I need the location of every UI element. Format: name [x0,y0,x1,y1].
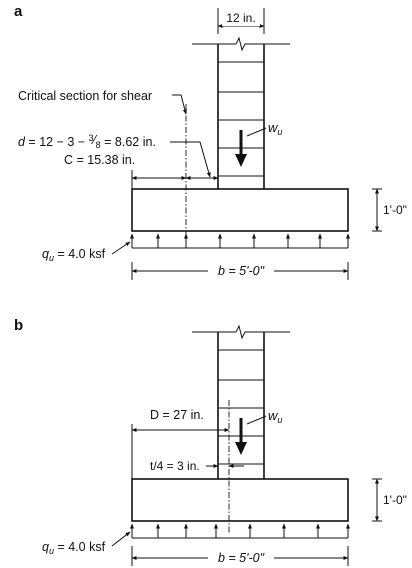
soil-pressure: qu = 4.0 ksf [42,233,350,263]
load-label: wu [268,120,282,137]
t4-label: t/4 = 3 in. [150,459,200,473]
load-arrow: wu [235,408,282,455]
column-width-label: 12 in. [226,11,255,25]
panel-a: a 12 in. w [14,3,409,280]
width-dimension: b = 5'-0" [131,262,349,280]
d-label: D = 27 in. [150,408,204,422]
pressure-label: qu = 4.0 ksf [42,247,106,263]
c-label: C = 15.38 in. [64,153,135,167]
d-dimension: D = 27 in. [131,407,230,479]
footing-depth-dimension: 1'-0" [372,188,409,232]
load-arrow: wu [235,120,282,167]
c-dimension: C = 15.38 in. [64,153,187,189]
load-label: wu [268,408,282,425]
panel-b: b wu D [14,317,409,566]
width-dimension: b = 5'-0" [131,546,349,566]
soil-pressure: qu = 4.0 ksf [42,523,350,556]
footing [131,478,349,522]
footing-depth-dimension: 1'-0" [372,478,409,522]
panel-b-letter: b [14,317,23,334]
footing-depth-label: 1'-0" [383,493,407,507]
critical-section-label: Critical section for shear [18,89,152,103]
d-dimension: d = 12 − 3 − 3⁄8 = 8.62 in. [18,133,219,180]
column-break-line [192,36,290,52]
column [217,332,265,479]
t4-dimension: t/4 = 3 in. [150,459,244,473]
footing-depth-label: 1'-0" [383,203,407,217]
footing [131,188,349,232]
panel-a-letter: a [14,3,23,20]
width-label: b = 5'-0" [218,551,265,565]
width-label: b = 5'-0" [218,264,265,278]
d-equation: d = 12 − 3 − 3⁄8 = 8.62 in. [18,133,156,150]
critical-section-leader [172,94,187,115]
column-width-dimension: 12 in. [217,8,265,34]
column [217,44,265,189]
column-break-line [192,324,290,340]
pressure-label: qu = 4.0 ksf [42,540,106,556]
